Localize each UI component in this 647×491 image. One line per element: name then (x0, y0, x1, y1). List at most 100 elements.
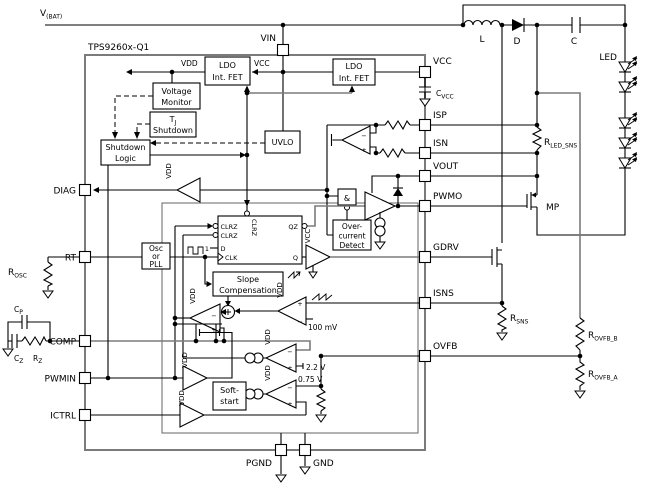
cvcc-ground-icon (419, 98, 431, 107)
mv100-out-arrow (234, 308, 240, 314)
v22-minus: − (287, 348, 292, 356)
vdd-arrowhead (126, 69, 132, 75)
cp-label: CP (14, 305, 23, 316)
tj-line2: Shutdown (153, 126, 193, 135)
pin-vin (276, 43, 290, 57)
rledsns-label: RLED_SNS (544, 138, 577, 150)
vm-line2: Monitor (161, 98, 192, 107)
gnd-stubs (280, 433, 306, 474)
uvlo-block (264, 130, 301, 154)
pin-label-isp: ISP (433, 111, 447, 121)
right-external-wires: CVCC (419, 77, 580, 357)
diag-buffer-icon (175, 177, 201, 203)
isns-ramp-icon (311, 293, 333, 301)
core-logic: ROSC Osc or PLL CLRZ CLRZ CLRZ D 1 CLK Q… (8, 215, 492, 378)
mv100-minus: − (297, 318, 302, 326)
voltage-monitor-block (152, 82, 201, 110)
mp-stubs (531, 194, 537, 208)
sense-amp-section: − + (326, 119, 420, 236)
ldo1-line1: LDO (219, 61, 236, 70)
pin-label-diag: DIAG (53, 187, 76, 197)
sense-opamp-icon (340, 125, 371, 155)
ff-clrz2-label: CLRZ (221, 232, 239, 240)
isp-resistor-icon (384, 119, 411, 131)
mv100-vdd: VDD (276, 282, 284, 298)
pwm-comparator-icon (188, 303, 221, 333)
ovfb-divider-resistors (574, 317, 586, 390)
pin-gnd (298, 443, 312, 457)
pin-isp (418, 118, 432, 132)
vbat-rail: V(BAT) L D C (40, 4, 626, 47)
control-core-outline (161, 202, 419, 434)
sense-wires (327, 124, 420, 154)
pwmo-current-source-icon2 (374, 225, 386, 237)
sense-minus: − (361, 132, 366, 140)
gdrv-buf-ground-icon (308, 271, 318, 279)
qz-bubble (301, 223, 308, 229)
fet-pair-wires (175, 323, 222, 341)
clrz1-bus (174, 225, 208, 378)
v22-ref-label: 2.2 V (306, 363, 326, 372)
ff-clk-wedge (217, 252, 224, 262)
pin-vout (418, 169, 432, 183)
pin-label-vcc: VCC (433, 57, 452, 67)
soft-start-block (212, 381, 247, 411)
ovfb-ground-icon (574, 390, 586, 399)
shutdown-logic-block (100, 139, 151, 166)
vcc-arrowhead (252, 69, 258, 75)
bypass-wire (462, 4, 626, 25)
cvcc-icon (419, 86, 431, 93)
switch-node: RSNS (491, 25, 529, 341)
pin-label-pwmin: PWMIN (45, 375, 76, 385)
diode-label: D (514, 37, 521, 47)
pwmin-vdd: VDD (181, 352, 189, 368)
ldo2-enable-arrow (349, 85, 355, 92)
pin-label-pwmo: PWMO (433, 192, 462, 202)
slope-feed-arrow (206, 281, 212, 287)
v075-ref-label: 0.75 V (298, 375, 323, 384)
ictrl-vdd: VDD (178, 390, 186, 406)
rledsns-resistor-icon (531, 126, 543, 151)
pin-label-vin: VIN (260, 34, 276, 44)
rz-label: RZ (33, 354, 42, 365)
rosc-resistor-icon (42, 261, 54, 287)
v22-current-source-icon2 (244, 352, 256, 364)
inductor-label: L (479, 35, 484, 45)
vm-dashed (114, 95, 153, 136)
mv100-comparator-icon (276, 296, 307, 326)
chip-title: TPS9260x-Q1 (87, 43, 149, 53)
v075-ictrl-stub (296, 401, 307, 415)
ff-clk-label: CLK (225, 254, 238, 262)
switch-wire (497, 25, 503, 303)
rosc-ground-icon (42, 290, 54, 299)
ff-q-label: Q (293, 254, 298, 262)
pwmcomp-plus-stub (220, 327, 225, 341)
sense-plus: + (361, 146, 366, 154)
pin-rt (78, 250, 92, 264)
rsns-ground-icon (496, 332, 508, 341)
gdrv-vcc-label: VCC (304, 229, 312, 244)
rosc-label: ROSC (8, 268, 27, 280)
pin-label-gdrv: GDRV (433, 243, 460, 253)
pin-pwmo (418, 199, 432, 213)
overcurrent-block (332, 219, 372, 251)
rsns-resistor-icon (496, 305, 508, 332)
v075-comparator-icon (264, 379, 297, 409)
comp-ground-icon (2, 348, 14, 357)
ramp-icon-small (287, 270, 301, 280)
ldo1-block (204, 56, 251, 86)
mp-body-arrow (531, 192, 536, 198)
slope-feed-wire (204, 257, 207, 285)
v075-vdd: VDD (264, 365, 272, 381)
led-icon (618, 112, 638, 129)
inductor-icon (463, 19, 501, 26)
pin-ovfb (418, 349, 432, 363)
v075-resistor-icon (315, 388, 327, 412)
pwmo-diode-icon (393, 188, 403, 196)
led-icon (618, 152, 638, 169)
sense-pmos-wires (326, 125, 342, 236)
diag-section: VDD (93, 163, 327, 203)
sl-output-arrow (240, 152, 246, 158)
pin-isn (418, 146, 432, 160)
